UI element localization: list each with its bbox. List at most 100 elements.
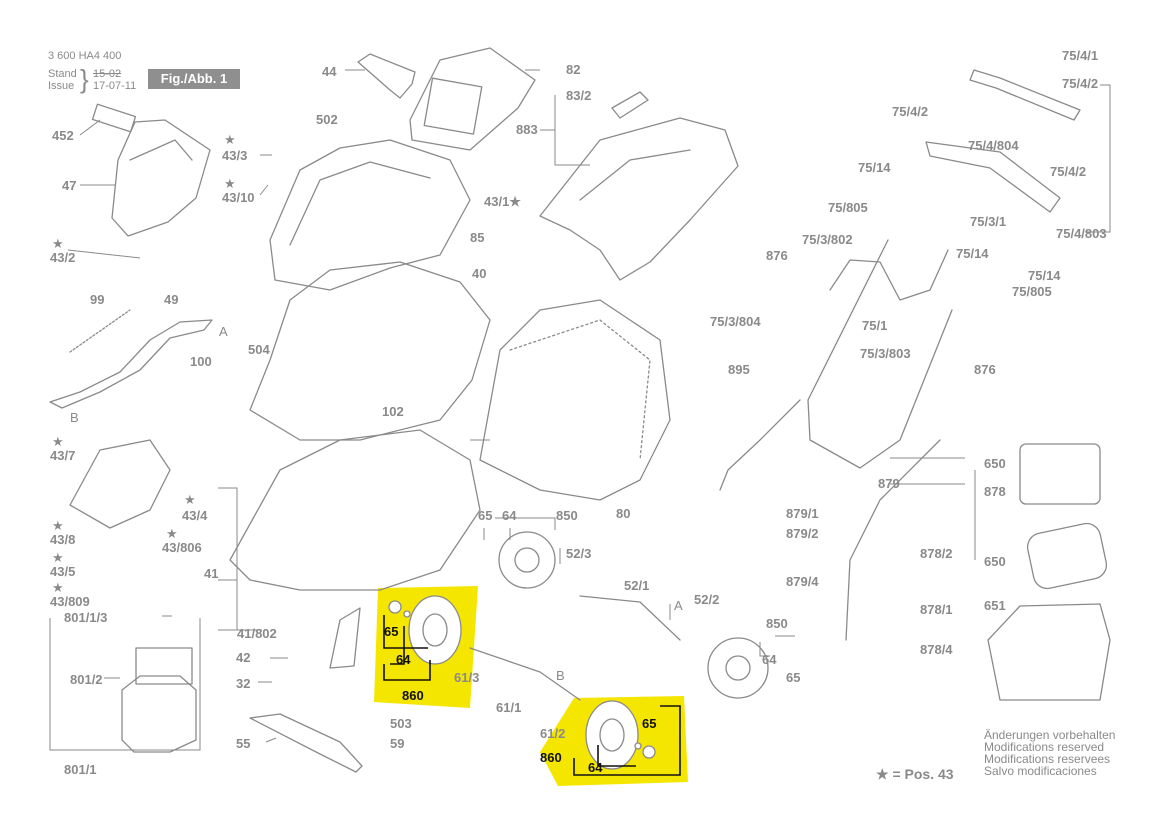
motor-801 — [121, 675, 197, 753]
label-52-1: 52/1 — [624, 578, 650, 593]
label-43-8: 43/8 — [50, 532, 76, 547]
label-850-b: 850 — [766, 616, 788, 631]
label-650-a: 650 — [984, 456, 1006, 471]
label-503: 503 — [390, 716, 412, 731]
label-65-a: 65 — [478, 508, 493, 523]
label-41-802: 41/802 — [237, 626, 277, 641]
grassbox-mesh — [509, 319, 651, 461]
handle-tube-75-1 — [807, 239, 953, 469]
label-75-14-b: 75/14 — [956, 246, 989, 261]
star-43-10: ★ — [224, 176, 236, 191]
footnote: Änderungen vorbehalten Modifications res… — [984, 729, 1115, 777]
label-61-3: 61/3 — [454, 670, 480, 685]
blade-55 — [249, 713, 363, 773]
label-502: 502 — [316, 112, 338, 127]
label-43-2: 43/2 — [50, 250, 76, 265]
label-61-2: 61/2 — [540, 726, 566, 741]
label-895: 895 — [728, 362, 750, 377]
label-883: 883 — [516, 122, 538, 137]
handle-top-bar — [925, 141, 1061, 213]
label-75-3-804: 75/3/804 — [710, 314, 761, 329]
label-64-a: 64 — [502, 508, 517, 523]
wheel-860-right — [585, 700, 639, 770]
star-43-3: ★ — [224, 132, 236, 147]
battery-650-top — [1019, 443, 1101, 505]
star-43-806: ★ — [166, 526, 178, 541]
chassis-40 — [249, 261, 491, 441]
battery-cover — [111, 119, 211, 237]
stand-label: Stand — [48, 68, 77, 80]
highlight-label-860-right: 860 — [540, 750, 562, 765]
label-61-1: 61/1 — [496, 700, 522, 715]
label-75-14-a: 75/14 — [858, 160, 891, 175]
footnote-line-4: Salvo modificaciones — [984, 764, 1097, 778]
label-43-1: 43/1★ — [484, 194, 521, 209]
label-850-a: 850 — [556, 508, 578, 523]
label-876-b: 876 — [974, 362, 996, 377]
label-43-7: 43/7 — [50, 448, 76, 463]
issue-label: Issue — [48, 80, 75, 92]
label-75-3-1: 75/3/1 — [970, 214, 1007, 229]
label-A-1: A — [219, 324, 228, 339]
label-43-10: 43/10 — [222, 190, 255, 205]
footnote-line-1: Änderungen vorbehalten — [984, 728, 1116, 742]
star-legend: ★ = Pos. 43 — [876, 766, 954, 782]
wheel-860-left — [408, 595, 462, 665]
label-47: 47 — [62, 178, 77, 193]
label-75-805-a: 75/805 — [828, 200, 868, 215]
hub-65-left — [388, 600, 402, 614]
label-82: 82 — [566, 62, 581, 77]
mower-deck-41 — [229, 429, 481, 591]
label-44: 44 — [322, 64, 337, 79]
label-80: 80 — [616, 506, 631, 521]
label-75-4-803: 75/4/803 — [1056, 226, 1107, 241]
grip-75-4-1 — [969, 69, 1081, 121]
star-43-4: ★ — [184, 492, 196, 507]
star-43-809: ★ — [52, 580, 64, 595]
label-43-5: 43/5 — [50, 564, 76, 579]
label-100: 100 — [190, 354, 212, 369]
charger-651 — [987, 603, 1111, 701]
label-43-806: 43/806 — [162, 540, 202, 555]
label-85: 85 — [470, 230, 485, 245]
label-43-809: 43/809 — [50, 594, 90, 609]
highlight-label-65-right: 65 — [642, 716, 657, 731]
grassbox-lid — [539, 117, 739, 281]
stand-date: 15-02 — [93, 68, 122, 80]
label-32: 32 — [236, 676, 251, 691]
highlight-brackets — [383, 615, 681, 776]
electronics-801-2 — [135, 647, 193, 685]
label-879-1: 879/1 — [786, 506, 819, 521]
label-452: 452 — [52, 128, 74, 143]
cable-75-3 — [829, 249, 949, 301]
label-651: 651 — [984, 598, 1006, 613]
label-878-4: 878/4 — [920, 642, 953, 657]
label-65-b: 65 — [786, 670, 801, 685]
lid-handle-83-2 — [611, 91, 649, 119]
label-B-2: B — [556, 668, 565, 683]
label-83-2: 83/2 — [566, 88, 592, 103]
label-801-1-3: 801/1/3 — [64, 610, 108, 625]
label-75-4-2-a: 75/4/2 — [1062, 76, 1099, 91]
highlight-label-64-left: 64 — [396, 652, 411, 667]
axle-61-1 — [469, 647, 581, 701]
label-99: 99 — [90, 292, 105, 307]
brace: } — [80, 64, 89, 94]
label-41: 41 — [204, 566, 219, 581]
label-801-1: 801/1 — [64, 762, 97, 777]
label-879: 879 — [878, 476, 900, 491]
washer-64-right — [634, 742, 642, 750]
label-52-3: 52/3 — [566, 546, 592, 561]
label-75-3-803: 75/3/803 — [860, 346, 911, 361]
label-876-a: 876 — [766, 248, 788, 263]
star-43-5: ★ — [52, 550, 64, 565]
leader-lines — [49, 69, 1111, 751]
battery-650-bottom — [1026, 522, 1108, 590]
issue-date: 17-07-11 — [93, 80, 137, 92]
handle-grip-44 — [357, 53, 416, 99]
lever-49 — [49, 319, 213, 409]
label-801-2: 801/2 — [70, 672, 103, 687]
label-43-4: 43/4 — [182, 508, 208, 523]
